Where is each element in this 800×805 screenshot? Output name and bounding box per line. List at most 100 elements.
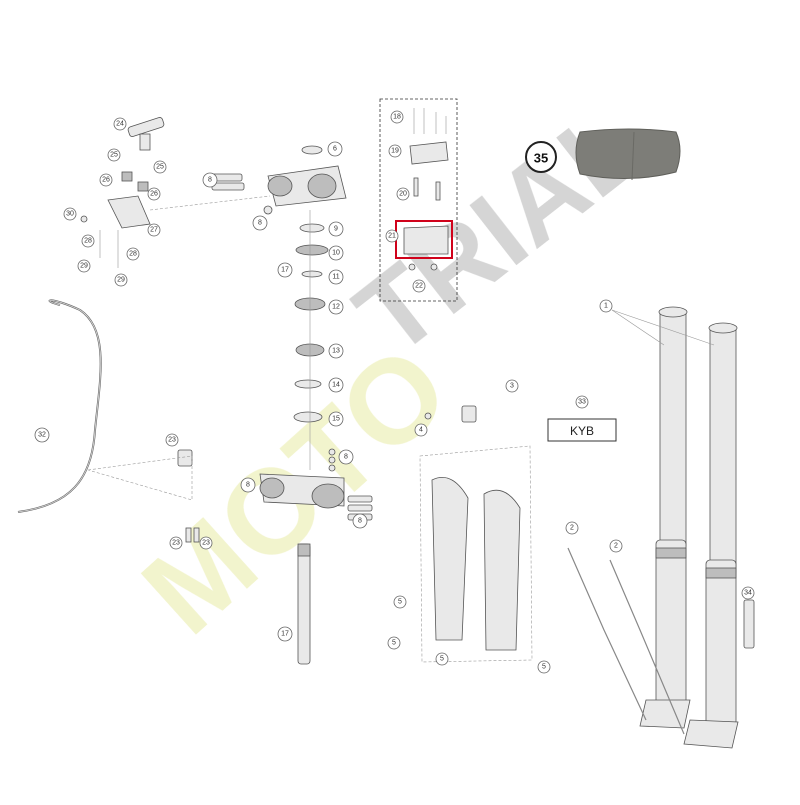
upper-triple-clamp	[209, 145, 347, 215]
callout-5b-text: 5	[392, 640, 396, 647]
callout-10-text: 10	[332, 250, 340, 257]
watermark-trial-text: TRIAL	[334, 83, 665, 379]
callout-8a-text: 8	[208, 177, 212, 184]
callout-28a: 28	[81, 234, 95, 248]
callout-11-text: 11	[332, 274, 339, 281]
callout-22: 22	[412, 279, 426, 293]
kyb-label-box: KYB	[547, 418, 617, 442]
callout-29a-text: 29	[80, 263, 88, 270]
callout-17b-text: 17	[281, 631, 289, 638]
callout-6-text: 6	[333, 146, 337, 153]
callout-14-text: 14	[332, 382, 340, 389]
part-34-tube	[743, 599, 755, 649]
callout-3-text: 3	[510, 383, 514, 390]
callout-8e: 8	[352, 513, 368, 529]
adjuster-lines	[567, 547, 685, 735]
callout-5d-text: 5	[542, 664, 546, 671]
callout-9: 9	[328, 221, 344, 237]
callout-30-text: 30	[66, 211, 74, 218]
callout-27: 27	[147, 223, 161, 237]
callout-4-text: 4	[419, 427, 423, 434]
callout-25a: 25	[107, 148, 121, 162]
callout-24-text: 24	[116, 121, 124, 128]
callout-23c-text: 23	[202, 540, 210, 547]
callout-5a-text: 5	[398, 599, 402, 606]
callout-14: 14	[328, 377, 344, 393]
callout-24: 24	[113, 117, 127, 131]
callout-17a-text: 17	[281, 267, 289, 274]
callout-12: 12	[328, 299, 344, 315]
callout-18-text: 18	[393, 114, 401, 121]
callout-32: 32	[34, 427, 50, 443]
callout-23a-text: 23	[168, 437, 176, 444]
callout-3: 3	[505, 379, 519, 393]
callout-27-text: 27	[150, 227, 158, 234]
callout-9-text: 9	[334, 226, 338, 233]
callout-2a: 2	[565, 521, 579, 535]
callout-30: 30	[63, 207, 77, 221]
callout-5d: 5	[537, 660, 551, 674]
callout-5c: 5	[435, 652, 449, 666]
hose-clamp-bracket	[87, 449, 200, 543]
highlight-number-badge: 35	[525, 141, 557, 173]
callout-25b-text: 25	[156, 164, 164, 171]
callout-22-text: 22	[415, 283, 423, 290]
callout-25b: 25	[153, 160, 167, 174]
brake-hose	[17, 299, 102, 513]
callout-17b: 17	[277, 626, 293, 642]
callout-26b: 26	[147, 187, 161, 201]
callout-4: 4	[414, 423, 428, 437]
callout-5b: 5	[387, 636, 401, 650]
callout-28b: 28	[126, 247, 140, 261]
callout-8e-text: 8	[358, 518, 362, 525]
callout-2a-text: 2	[570, 525, 574, 532]
callout-26a: 26	[99, 173, 113, 187]
callout-32-text: 32	[38, 432, 46, 439]
callout-1-text: 1	[604, 303, 608, 310]
callout-21-text: 21	[388, 233, 396, 240]
callout-5c-text: 5	[440, 656, 444, 663]
callout-29b: 29	[114, 273, 128, 287]
kyb-label-text: KYB	[570, 424, 594, 438]
callout-10: 10	[328, 245, 344, 261]
callout-8b: 8	[252, 215, 268, 231]
callout-26a-text: 26	[102, 177, 110, 184]
callout-13: 13	[328, 343, 344, 359]
callout-18: 18	[390, 110, 404, 124]
lower-triple-clamp	[259, 448, 373, 665]
callout-33: 33	[575, 395, 589, 409]
callout-28b-text: 28	[129, 251, 137, 258]
callout-20-text: 20	[399, 191, 407, 198]
callout-8d: 8	[240, 477, 256, 493]
callout-1: 1	[599, 299, 613, 313]
callout-21: 21	[385, 229, 399, 243]
callout-8c: 8	[338, 449, 354, 465]
callout-8b-text: 8	[258, 220, 262, 227]
callout-19: 19	[388, 144, 402, 158]
callout-15: 15	[328, 411, 344, 427]
callout-34-text: 34	[744, 590, 752, 597]
handlebar-hardware-box	[379, 98, 458, 302]
callout-11: 11	[328, 269, 344, 285]
callout-19-text: 19	[391, 148, 399, 155]
callout-29a: 29	[77, 259, 91, 273]
highlight-number-text: 35	[534, 151, 548, 166]
callout-17a: 17	[277, 262, 293, 278]
callout-8c-text: 8	[344, 454, 348, 461]
callout-23b: 23	[169, 536, 183, 550]
callout-33-text: 33	[578, 399, 586, 406]
callout-5a: 5	[393, 595, 407, 609]
callout-29b-text: 29	[117, 277, 125, 284]
callout-15-text: 15	[332, 416, 340, 423]
callout-23c: 23	[199, 536, 213, 550]
callout-20: 20	[396, 187, 410, 201]
callout-6: 6	[327, 141, 343, 157]
callout-2b: 2	[609, 539, 623, 553]
callout-2b-text: 2	[614, 543, 618, 550]
callout-13-text: 13	[332, 348, 340, 355]
callout-28a-text: 28	[84, 238, 92, 245]
callout-25a-text: 25	[110, 152, 118, 159]
callout-12-text: 12	[332, 304, 340, 311]
callout-26b-text: 26	[150, 191, 158, 198]
